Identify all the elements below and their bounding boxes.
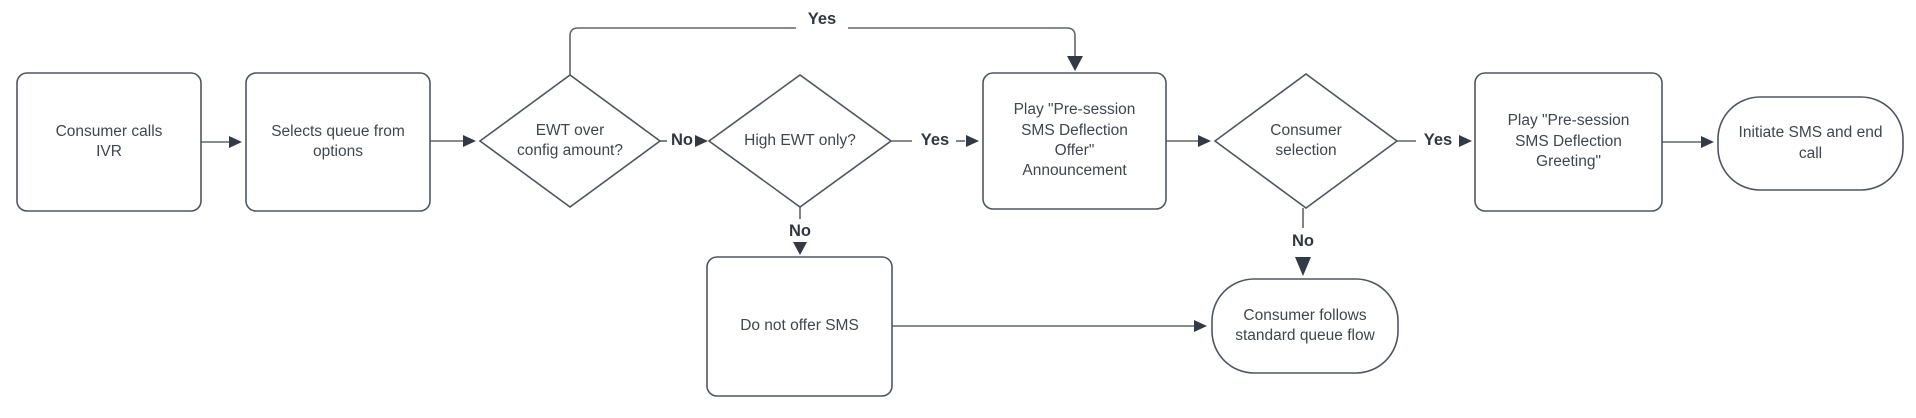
arrowhead-donotoffer-to-standard [1194,320,1207,332]
arrowhead-highewt-no [793,242,807,255]
node-consumer-selection[interactable]: Consumer selection [1270,121,1342,159]
shape-play-greeting [1474,72,1663,212]
edge-label-high-ewt-yes[interactable]: Yes [920,131,950,149]
node-ewt-over-config[interactable]: EWT over config amount? [517,121,623,159]
shape-consumer-calls-ivr [16,72,202,212]
edge-label-high-ewt-no[interactable]: No [789,222,811,240]
arrowhead-selection-yes [1459,135,1472,147]
arrowhead-selection-no [1295,257,1311,276]
node-standard-queue-flow[interactable]: Consumer follows standard queue flow [1235,306,1375,344]
edge-label-consumer-selection-no[interactable]: No [1292,232,1314,250]
shape-initiate-sms-end-call [1717,96,1904,191]
node-play-greeting[interactable]: Play "Pre-session SMS Deflection Greetin… [1507,112,1630,171]
shape-high-ewt-only [707,74,893,208]
arrowhead-ewt-no [695,135,708,147]
edge-label-ewt-yes[interactable]: Yes [807,9,837,28]
node-consumer-calls-ivr[interactable]: Consumer calls IVR [55,122,163,160]
node-selects-queue[interactable]: Selects queue from options [271,122,405,160]
shape-do-not-offer-sms [706,256,893,397]
arrowhead-highewt-yes [966,135,979,147]
arrowhead-greeting-to-initiate [1701,136,1714,148]
arrowhead-selects-to-ewt [463,135,476,147]
shape-play-offer-announcement [982,72,1167,210]
edge-label-ewt-no[interactable]: No [671,131,693,149]
shape-selects-queue [245,72,431,212]
shape-consumer-selection [1213,73,1399,209]
edge-ewt-yes-left [569,27,796,75]
arrowhead-calls-to-selects [229,136,242,148]
node-initiate-sms-end-call[interactable]: Initiate SMS and end call [1738,124,1883,162]
shape-standard-queue-flow [1211,278,1399,374]
node-do-not-offer-sms[interactable]: Do not offer SMS [740,317,859,335]
arrowhead-offer-to-selection [1198,135,1211,147]
edge-ewt-yes-right [848,27,1076,56]
arrowhead-ewt-yes [1067,56,1083,71]
node-play-offer-announcement[interactable]: Play "Pre-session SMS Deflection Offer" … [1013,101,1136,180]
shape-ewt-over-config [478,74,662,208]
edge-label-consumer-selection-yes[interactable]: Yes [1423,131,1453,149]
node-high-ewt-only[interactable]: High EWT only? [744,131,856,149]
